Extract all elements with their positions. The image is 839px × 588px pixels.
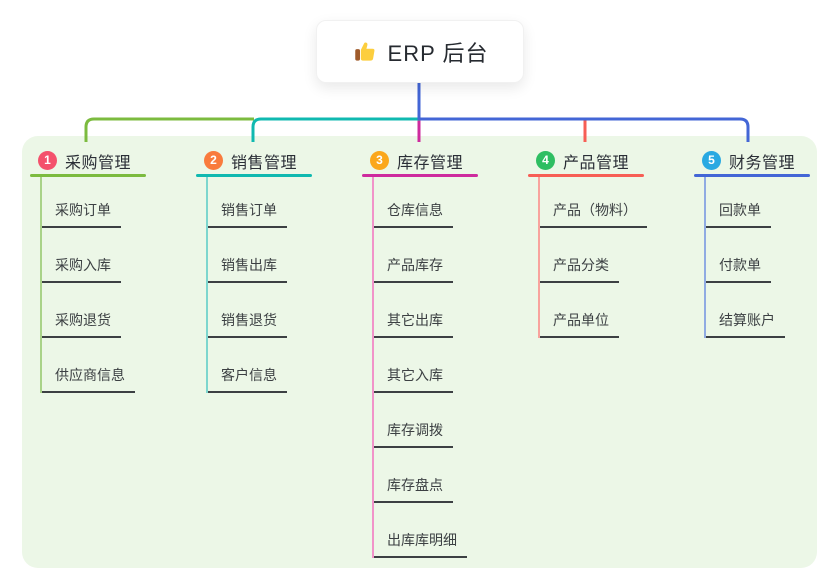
branch-children-inventory: 仓库信息 产品库存 其它出库 其它入库 库存调拨 库存盘点 出库库明细	[372, 177, 478, 558]
branch-title: 库存管理	[397, 154, 464, 172]
branch-underline	[528, 174, 644, 177]
branch-title-row-purchase[interactable]: 1 采购管理	[30, 148, 146, 173]
child-node[interactable]: 产品单位	[540, 283, 644, 338]
branch-title-row-finance[interactable]: 5 财务管理	[694, 148, 810, 173]
branch-title: 产品管理	[563, 154, 630, 172]
branch-product: 4 产品管理 产品（物料） 产品分类 产品单位	[528, 148, 647, 338]
branch-underline	[196, 174, 312, 177]
root-node[interactable]: ERP 后台	[316, 20, 524, 83]
child-node[interactable]: 客户信息	[208, 338, 312, 393]
branch-purchase: 1 采购管理 采购订单 采购入库 采购退货 供应商信息	[30, 148, 146, 393]
branch-number-badge: 4	[536, 151, 555, 170]
child-node[interactable]: 仓库信息	[374, 177, 478, 228]
child-node[interactable]: 产品库存	[374, 228, 478, 283]
child-node[interactable]: 供应商信息	[42, 338, 146, 393]
branch-children-finance: 回款单 付款单 结算账户	[704, 177, 810, 338]
child-node[interactable]: 出库库明细	[374, 503, 478, 558]
branch-number-badge: 1	[38, 151, 57, 170]
thumbs-up-icon	[352, 39, 378, 65]
branch-underline	[694, 174, 810, 177]
branch-children-purchase: 采购订单 采购入库 采购退货 供应商信息	[40, 177, 146, 393]
child-node[interactable]: 销售出库	[208, 228, 312, 283]
branch-inventory: 3 库存管理 仓库信息 产品库存 其它出库 其它入库 库存调拨 库存盘点 出库库…	[362, 148, 478, 558]
child-node[interactable]: 其它出库	[374, 283, 478, 338]
root-title: ERP 后台	[387, 40, 489, 66]
branch-finance: 5 财务管理 回款单 付款单 结算账户	[694, 148, 810, 338]
branches-panel	[22, 136, 817, 568]
child-node[interactable]: 库存调拨	[374, 393, 478, 448]
branch-number-badge: 5	[702, 151, 721, 170]
branch-number-badge: 3	[370, 151, 389, 170]
child-node[interactable]: 产品（物料）	[540, 177, 647, 228]
branch-title: 销售管理	[231, 154, 298, 172]
branch-title: 财务管理	[729, 154, 796, 172]
branch-underline	[362, 174, 478, 177]
branch-number-badge: 2	[204, 151, 223, 170]
branch-title-row-sales[interactable]: 2 销售管理	[196, 148, 312, 173]
branch-sales: 2 销售管理 销售订单 销售出库 销售退货 客户信息	[196, 148, 312, 393]
branch-children-sales: 销售订单 销售出库 销售退货 客户信息	[206, 177, 312, 393]
child-node[interactable]: 库存盘点	[374, 448, 478, 503]
child-node[interactable]: 销售订单	[208, 177, 312, 228]
child-node[interactable]: 结算账户	[706, 283, 810, 338]
child-node[interactable]: 付款单	[706, 228, 810, 283]
child-node[interactable]: 采购入库	[42, 228, 146, 283]
branch-title-row-product[interactable]: 4 产品管理	[528, 148, 644, 173]
branch-title: 采购管理	[65, 154, 132, 172]
child-node[interactable]: 采购订单	[42, 177, 146, 228]
child-node[interactable]: 采购退货	[42, 283, 146, 338]
branch-underline	[30, 174, 146, 177]
child-node[interactable]: 产品分类	[540, 228, 644, 283]
child-node[interactable]: 回款单	[706, 177, 810, 228]
child-node[interactable]: 其它入库	[374, 338, 478, 393]
child-node[interactable]: 销售退货	[208, 283, 312, 338]
branch-children-product: 产品（物料） 产品分类 产品单位	[538, 177, 647, 338]
branch-title-row-inventory[interactable]: 3 库存管理	[362, 148, 478, 173]
